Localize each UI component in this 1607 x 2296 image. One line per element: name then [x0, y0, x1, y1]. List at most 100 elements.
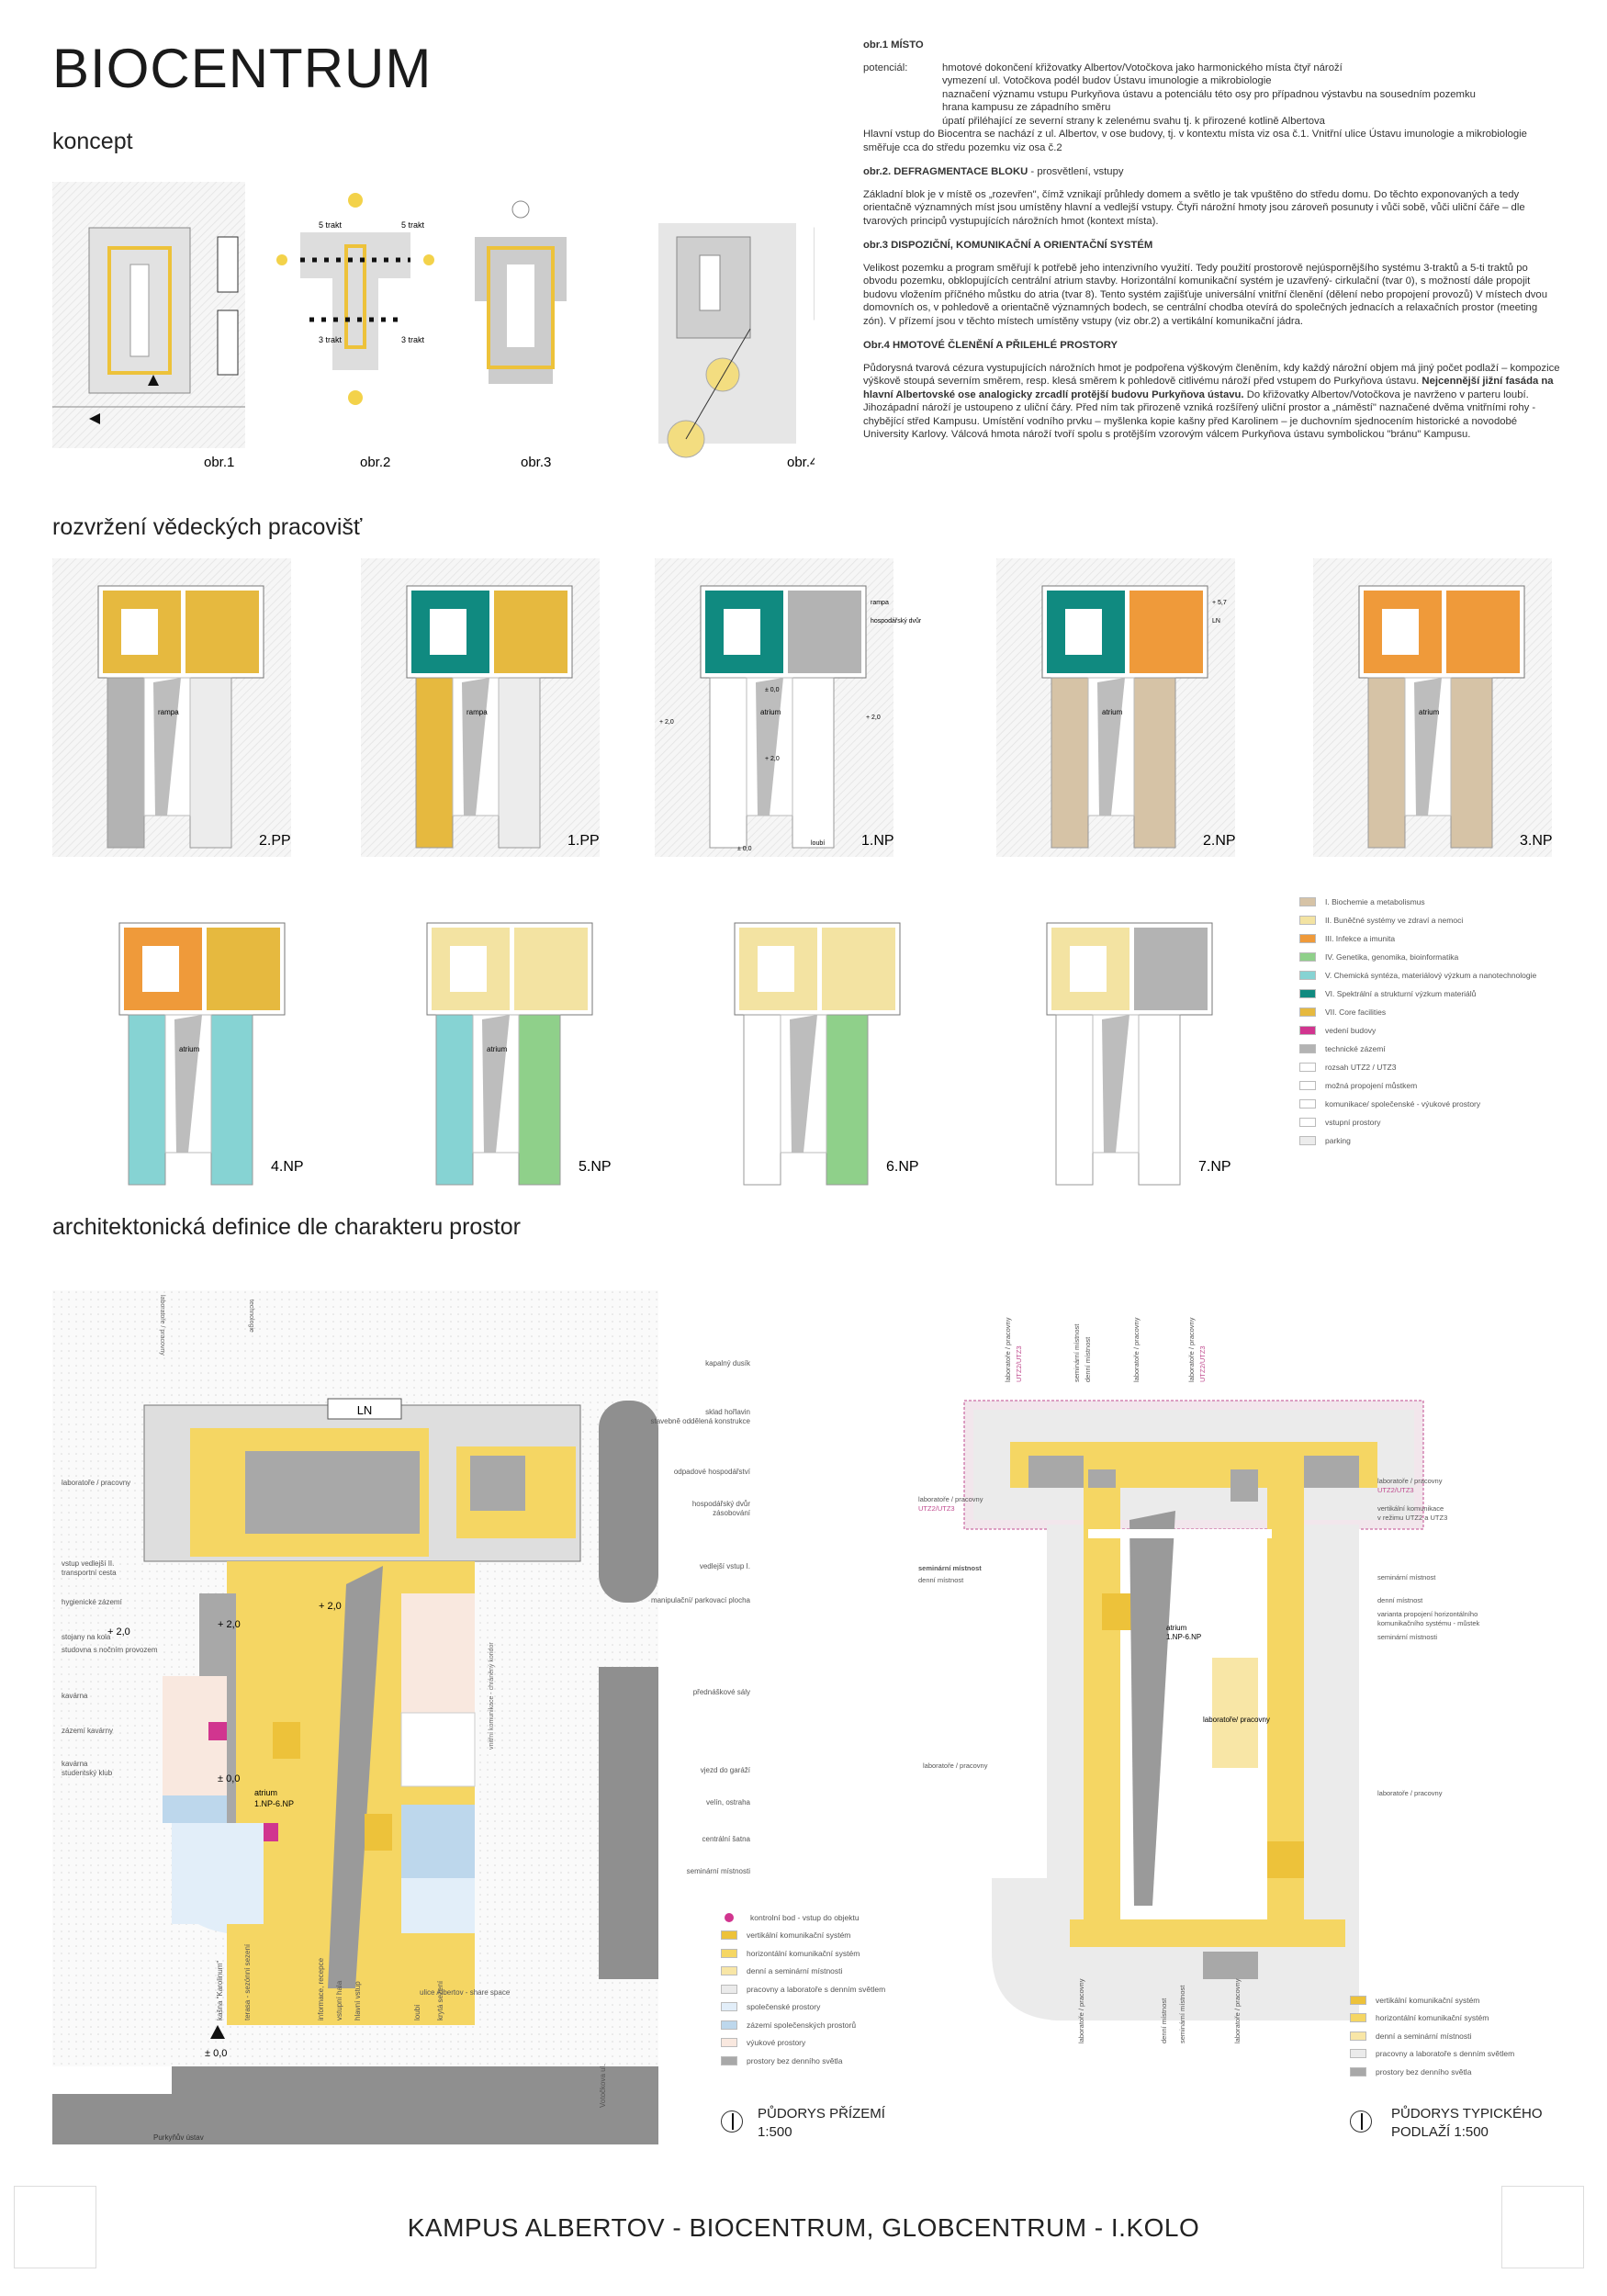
legend-swatch — [1350, 1995, 1366, 2005]
corridor-label: vnitřní komunikace - chráněný koridor — [489, 1642, 495, 1750]
legend-swatch — [1299, 1044, 1316, 1053]
legend-swatch — [721, 1966, 737, 1976]
legend-label: pracovny a laboratoře s denním světlem — [747, 1984, 886, 1994]
atrium-wedge — [756, 678, 783, 816]
courtyard — [724, 609, 760, 655]
atrium-wedge — [482, 1015, 510, 1153]
corner-box — [1501, 2186, 1584, 2268]
zone — [107, 677, 145, 849]
plan-label: vstupní hala — [335, 1980, 343, 2020]
legend-swatch — [721, 1948, 737, 1958]
floor-label: 2.NP — [1203, 833, 1236, 849]
legend-label: I. Biochemie a metabolismus — [1325, 897, 1425, 906]
plan-label: v režimu UTZ2 a UTZ3 — [1377, 1514, 1447, 1522]
floor-label: 4.NP — [271, 1159, 304, 1175]
floor-annotation: loubí — [811, 840, 825, 847]
legend-label: společenské prostory — [747, 2002, 821, 2012]
floor-note: atrium — [179, 1045, 200, 1053]
legend-item: komunikace/ společenské - výukové prosto… — [1299, 1095, 1575, 1113]
heading-obr2: obr.2. DEFRAGMENTACE BLOKU - prosvětlení… — [863, 165, 1561, 179]
zone — [1134, 928, 1208, 1010]
courtyard — [450, 946, 487, 992]
legend-item: pracovny a laboratoře s denním světlem — [721, 1980, 905, 1998]
legend-item: výukové prostory — [721, 2034, 905, 2053]
floor-label: 5.NP — [579, 1159, 612, 1175]
paragraph-part: Půdorysná tvarová cézura vystupujících n… — [863, 362, 1560, 388]
zone — [514, 928, 588, 1010]
legend-label: pracovny a laboratoře s denním světlem — [1376, 2049, 1515, 2059]
concept-description: obr.1 MÍSTO potenciál: hmotové dokončení… — [863, 39, 1561, 442]
zone — [435, 1014, 474, 1186]
purkyne-label: Purkyňův ústav — [153, 2133, 204, 2142]
zone — [185, 591, 259, 673]
legend-swatch — [1299, 934, 1316, 943]
legend-swatch — [725, 1912, 734, 1922]
potential-list: potenciál: hmotové dokončení křižovatky … — [863, 62, 1561, 129]
potential-item: hmotové dokončení křižovatky Albertov/Vo… — [942, 62, 1343, 73]
plan-label: laboratoře / pracovny — [1377, 1477, 1443, 1485]
zone — [128, 1014, 166, 1186]
legend-label: denní a seminární místnosti — [747, 1966, 843, 1976]
concept-diagram-3 — [475, 200, 567, 384]
level-marker: + 2,0 — [866, 715, 881, 721]
plan-label: laboratoře / pracovny — [1004, 1317, 1012, 1382]
legend-swatch — [1299, 1099, 1316, 1109]
legend-item: denní a seminární místnosti — [1350, 2027, 1552, 2045]
floor-note: atrium — [487, 1045, 508, 1053]
main-entrance-arrow-icon — [210, 2025, 225, 2039]
heading-subtext: - prosvětlení, vstupy — [1028, 166, 1124, 177]
legend-label: možná propojení můstkem — [1325, 1081, 1418, 1090]
zone — [792, 677, 835, 849]
street-label: ulice Albertov - share space — [420, 1988, 511, 1997]
plan-label: studovna s nočním provozem — [62, 1646, 158, 1654]
legend-item: parking — [1299, 1131, 1575, 1150]
typical-floor-plan: atrium 1.NP-6.NP laboratoře/ pracovny la… — [918, 1317, 1480, 2043]
plan-label: informace, recepce — [317, 1957, 325, 2020]
section-concept-heading: koncept — [52, 129, 133, 154]
atrium-wedge — [153, 678, 181, 816]
zone — [1133, 677, 1176, 849]
heading-obr1: obr.1 MÍSTO — [863, 39, 924, 51]
zone — [822, 928, 895, 1010]
atrium-wedge — [1102, 1015, 1129, 1153]
atrium-label: atrium — [254, 1788, 277, 1797]
legend-swatch — [1299, 989, 1316, 998]
legend-swatch — [1299, 1118, 1316, 1127]
floor-note: rampa — [158, 708, 179, 716]
zone — [743, 1014, 781, 1186]
legend-swatch — [1350, 2013, 1366, 2023]
bottom-labels: kašna "Karolinum"terasa - sezónní sezení… — [216, 1943, 444, 2020]
legend-label: vertikální komunikační systém — [1376, 1995, 1480, 2005]
legend-swatch — [1299, 952, 1316, 962]
legend-item: vedení budovy — [1299, 1021, 1575, 1040]
floor-annotation: LN — [1212, 618, 1220, 625]
legend-item: rozsah UTZ2 / UTZ3 — [1299, 1058, 1575, 1076]
legend-swatch — [1299, 1136, 1316, 1145]
zone — [189, 677, 232, 849]
section-architecture-heading: architektonická definice dle charakteru … — [52, 1214, 521, 1240]
legend-item: IV. Genetika, genomika, bioinformatika — [1299, 948, 1575, 966]
scale-title: PŮDORYS PŘÍZEMÍ — [758, 2106, 885, 2122]
atrium-wedge — [462, 678, 489, 816]
plan-label: UTZ2/UTZ3 — [1015, 1345, 1023, 1382]
scale-value: 1:500 — [758, 2124, 792, 2140]
plan-label: velín, ostraha — [706, 1798, 751, 1806]
level-marker: ± 0,0 — [765, 687, 780, 693]
legend-label: prostory bez denního světla — [1376, 2066, 1472, 2077]
legend-item: vstupní prostory — [1299, 1113, 1575, 1131]
plan-label: UTZ2/UTZ3 — [1198, 1345, 1207, 1382]
plan-label: hlavní vstup — [354, 1981, 362, 2020]
legend-label: výukové prostory — [747, 2038, 806, 2048]
legend-swatch — [721, 2020, 737, 2030]
legend-label: horizontální komunikační systém — [1376, 2013, 1489, 2023]
zone — [1055, 1014, 1094, 1186]
plan-label: seminární místnost — [1073, 1323, 1081, 1382]
legend-label: kontrolní bod - vstup do objektu — [750, 1912, 860, 1922]
plan-label: vjezd do garáží — [701, 1766, 751, 1774]
plan-label: technologie — [248, 1300, 254, 1333]
level-marker: + 2,0 — [319, 1601, 342, 1612]
legend-item: II. Buněčné systémy ve zdraví a nemoci — [1299, 911, 1575, 929]
